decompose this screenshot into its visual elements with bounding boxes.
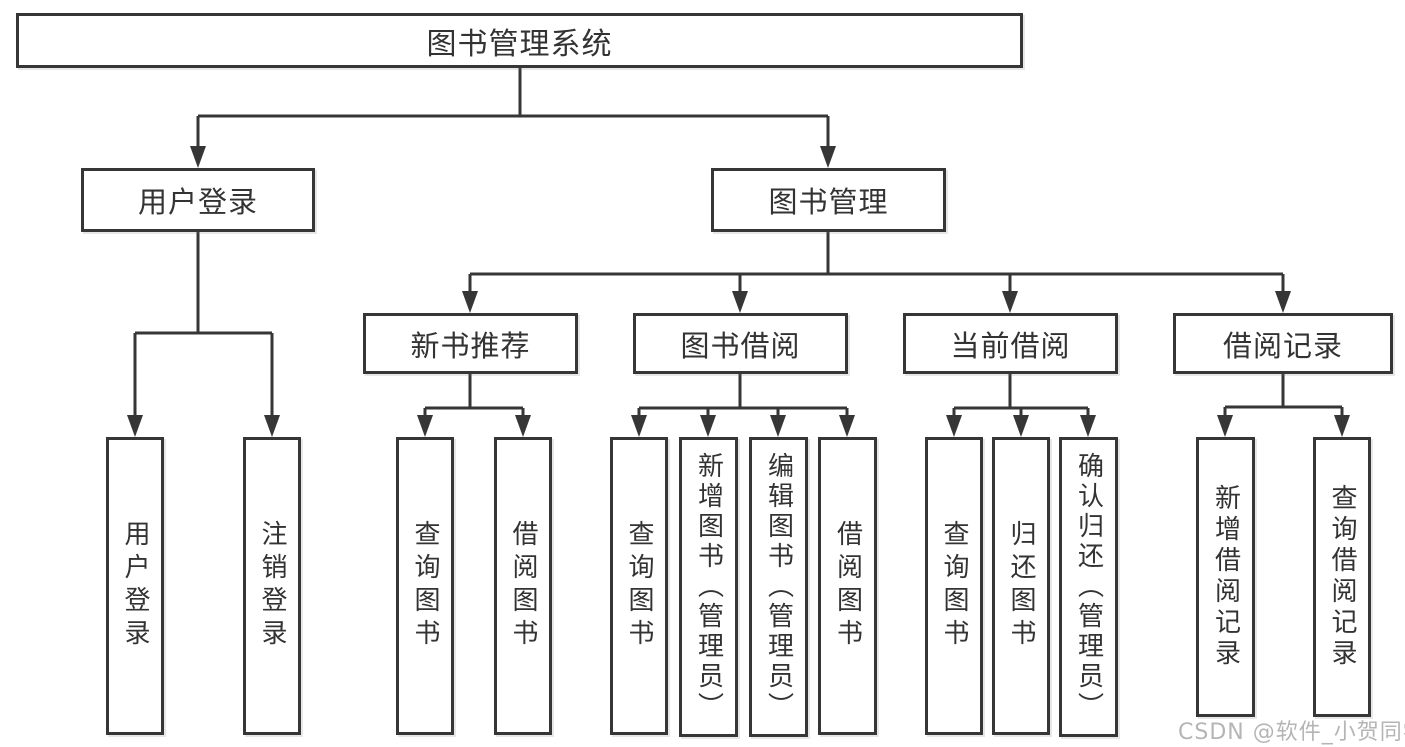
node-label: 归还图书	[1006, 520, 1036, 652]
node-borrow-records: 借阅记录	[1173, 313, 1393, 374]
node-label: 借阅图书	[508, 520, 538, 652]
node-label: 查询图书	[624, 520, 654, 652]
leaf-query-books-current: 查询图书	[925, 437, 983, 735]
arrowheads	[127, 146, 1350, 437]
node-label: 查询图书	[939, 520, 969, 652]
leaf-add-books-admin: 新增图书（管理员）	[679, 437, 738, 737]
node-label: 借阅图书	[832, 520, 863, 652]
node-label: 新增图书（管理员）	[693, 452, 724, 722]
node-label: 注销登录	[257, 520, 287, 652]
leaf-add-borrow-record: 新增借阅记录	[1196, 437, 1255, 717]
node-user-login: 用户登录	[81, 168, 315, 232]
node-root-library-system: 图书管理系统	[16, 13, 1023, 68]
node-current-borrow: 当前借阅	[903, 313, 1118, 374]
node-label: 当前借阅	[950, 328, 1071, 363]
node-label: 图书借阅	[680, 328, 801, 363]
node-label: 查询图书	[410, 520, 440, 652]
node-label: 查询借阅记录	[1327, 484, 1357, 670]
node-new-book-recommend: 新书推荐	[363, 313, 578, 374]
connector-paths	[133, 68, 1344, 417]
leaf-confirm-return-admin: 确认归还（管理员）	[1059, 437, 1118, 737]
node-label: 编辑图书（管理员）	[763, 452, 794, 722]
node-book-borrow: 图书借阅	[633, 313, 848, 374]
leaf-borrow-books: 借阅图书	[818, 437, 877, 735]
node-label: 新增借阅记录	[1210, 484, 1241, 670]
leaf-logout: 注销登录	[243, 437, 301, 735]
node-label: 图书管理	[768, 185, 889, 219]
leaf-query-books-borrow: 查询图书	[610, 437, 668, 735]
leaf-borrow-books-recommend: 借阅图书	[494, 437, 552, 735]
leaf-edit-books-admin: 编辑图书（管理员）	[749, 437, 808, 737]
leaf-user-login: 用户登录	[106, 437, 164, 735]
node-label: 确认归还（管理员）	[1073, 452, 1104, 722]
watermark: CSDN @软件_小贺同学	[1178, 720, 1405, 745]
node-label: 图书管理系统	[426, 26, 613, 62]
leaf-query-books-recommend: 查询图书	[396, 437, 454, 735]
node-label: 用户登录	[137, 185, 258, 219]
leaf-return-books: 归还图书	[992, 437, 1050, 735]
node-label: 用户登录	[120, 520, 150, 652]
leaf-query-borrow-record: 查询借阅记录	[1313, 437, 1371, 717]
node-label: 借阅记录	[1222, 328, 1343, 363]
node-book-management: 图书管理	[711, 168, 946, 232]
node-label: 新书推荐	[410, 328, 531, 363]
